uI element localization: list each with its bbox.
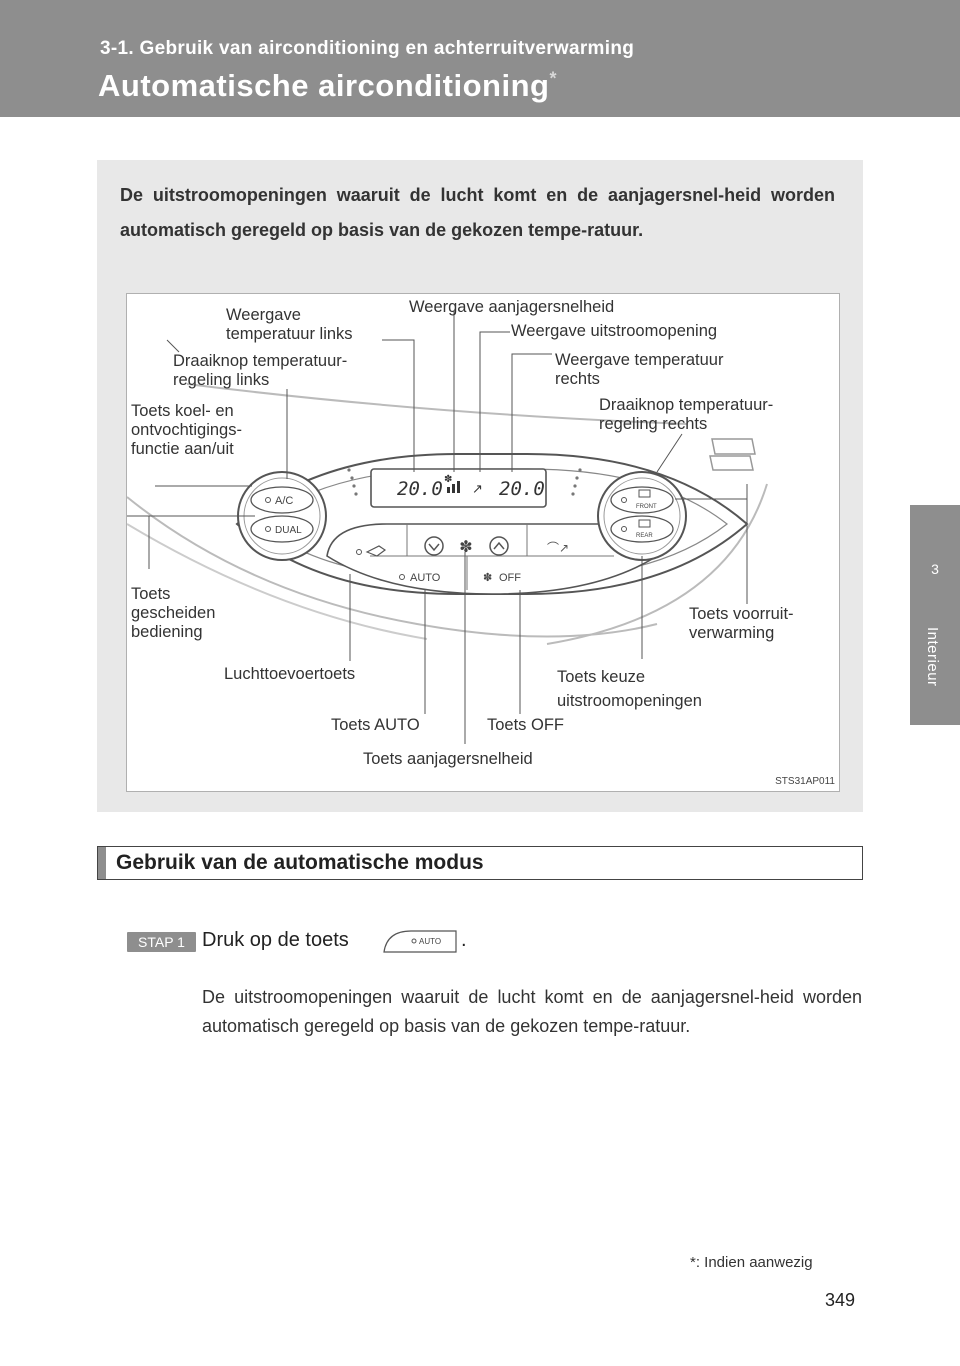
left-temp-display: 20.0 bbox=[397, 478, 443, 500]
chapter-number: 3 bbox=[931, 561, 939, 577]
dual-button-label: DUAL bbox=[275, 525, 302, 536]
control-panel-illustration: ✽ ⌒↗ AUTO ✽ OFF 20.0 20.0 ✽ ↗ bbox=[127, 311, 768, 744]
rear-button-label: REAR bbox=[636, 533, 653, 539]
subheading-bar bbox=[98, 847, 106, 879]
page-title: Automatische airconditioning* bbox=[98, 68, 557, 104]
label-luchttoevoer: Luchttoevoertoets bbox=[224, 665, 356, 683]
subheading-box: Gebruik van de automatische modus bbox=[97, 846, 863, 880]
page-title-text: Automatische airconditioning bbox=[98, 68, 550, 103]
page-header: 3-1. Gebruik van airconditioning en acht… bbox=[0, 0, 960, 117]
page-number: 349 bbox=[825, 1290, 856, 1310]
label-draaiknop-links: Draaiknop temperatuur- regeling links bbox=[173, 352, 348, 389]
label-toets-voorruit: Toets voorruit- verwarming bbox=[689, 605, 794, 642]
footnote: *: Indien aanwezig bbox=[690, 1254, 813, 1271]
label-toets-auto: Toets AUTO bbox=[331, 716, 420, 734]
step-badge: STAP 1 bbox=[127, 932, 196, 952]
label-toets-gescheiden: Toets gescheiden bediening bbox=[131, 585, 216, 641]
step-text: Druk op de toets bbox=[202, 929, 349, 951]
label-weergave-temp-links: Weergave temperatuur links bbox=[226, 306, 353, 343]
off-button-label: OFF bbox=[499, 572, 521, 584]
auto-button-icon: AUTO bbox=[383, 930, 457, 953]
label-weergave-aanjager: Weergave aanjagersnelheid bbox=[409, 298, 615, 316]
chapter-label: Interieur bbox=[924, 627, 941, 687]
figure-code: STS31AP011 bbox=[775, 776, 835, 787]
right-temp-display: 20.0 bbox=[499, 478, 545, 500]
step-end: . bbox=[461, 929, 467, 951]
svg-text:↗: ↗ bbox=[472, 482, 483, 497]
intro-box: De uitstroomopeningen waaruit de lucht k… bbox=[97, 160, 863, 812]
intro-text: De uitstroomopeningen waaruit de lucht k… bbox=[120, 185, 835, 240]
label-toets-keuze: Toets keuze uitstroomopeningen bbox=[557, 668, 702, 710]
svg-text:✽: ✽ bbox=[444, 474, 452, 485]
front-button-label: FRONT bbox=[636, 504, 657, 510]
subheading-text: Gebruik van de automatische modus bbox=[116, 851, 484, 874]
control-panel-figure: ✽ ⌒↗ AUTO ✽ OFF 20.0 20.0 ✽ ↗ bbox=[126, 293, 840, 792]
section-title: 3-1. Gebruik van airconditioning en acht… bbox=[100, 38, 635, 59]
label-draaiknop-rechts: Draaiknop temperatuur- regeling rechts bbox=[599, 396, 774, 433]
ac-button-label: A/C bbox=[275, 495, 293, 507]
step-description: De uitstroomopeningen waaruit de lucht k… bbox=[202, 987, 862, 1036]
svg-text:✽: ✽ bbox=[483, 571, 492, 584]
label-toets-off: Toets OFF bbox=[487, 716, 565, 734]
svg-text:⌒↗: ⌒↗ bbox=[547, 541, 569, 555]
svg-text:✽: ✽ bbox=[459, 537, 472, 556]
auto-button-label: AUTO bbox=[410, 572, 441, 584]
label-toets-koel: Toets koel- en ontvochtigings- functie a… bbox=[131, 402, 242, 458]
label-toets-aanjager: Toets aanjagersnelheid bbox=[363, 750, 533, 768]
label-weergave-uitstroom: Weergave uitstroomopening bbox=[511, 322, 718, 340]
asterisk-mark: * bbox=[549, 68, 557, 89]
chapter-tab: 3 Interieur bbox=[910, 505, 960, 725]
auto-icon-label: AUTO bbox=[419, 937, 441, 946]
label-weergave-temp-rechts: Weergave temperatuur rechts bbox=[555, 351, 724, 388]
